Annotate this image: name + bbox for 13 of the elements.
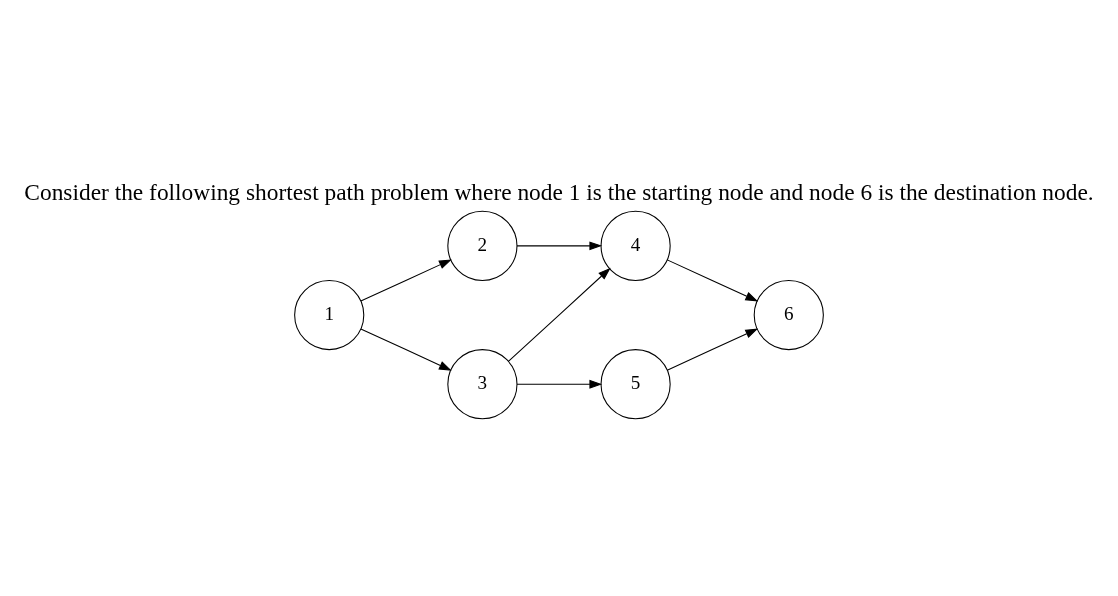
- node-circle: 3: [447, 349, 518, 420]
- arrow: [360, 328, 452, 371]
- node-circle: 6: [753, 279, 824, 351]
- node-circle: 1: [294, 279, 365, 351]
- arrow: [666, 259, 759, 302]
- node-circle: 2: [447, 210, 518, 281]
- diagram-title: Consider the following shortest path problem where node 1 is the starting node and node 6 is the destination node.: [24, 179, 1094, 206]
- arrow: [516, 379, 603, 389]
- arrow: [360, 259, 452, 302]
- arrow: [507, 267, 611, 362]
- arrow: [516, 241, 603, 251]
- arrow: [666, 328, 759, 371]
- node-circle: 5: [600, 349, 671, 420]
